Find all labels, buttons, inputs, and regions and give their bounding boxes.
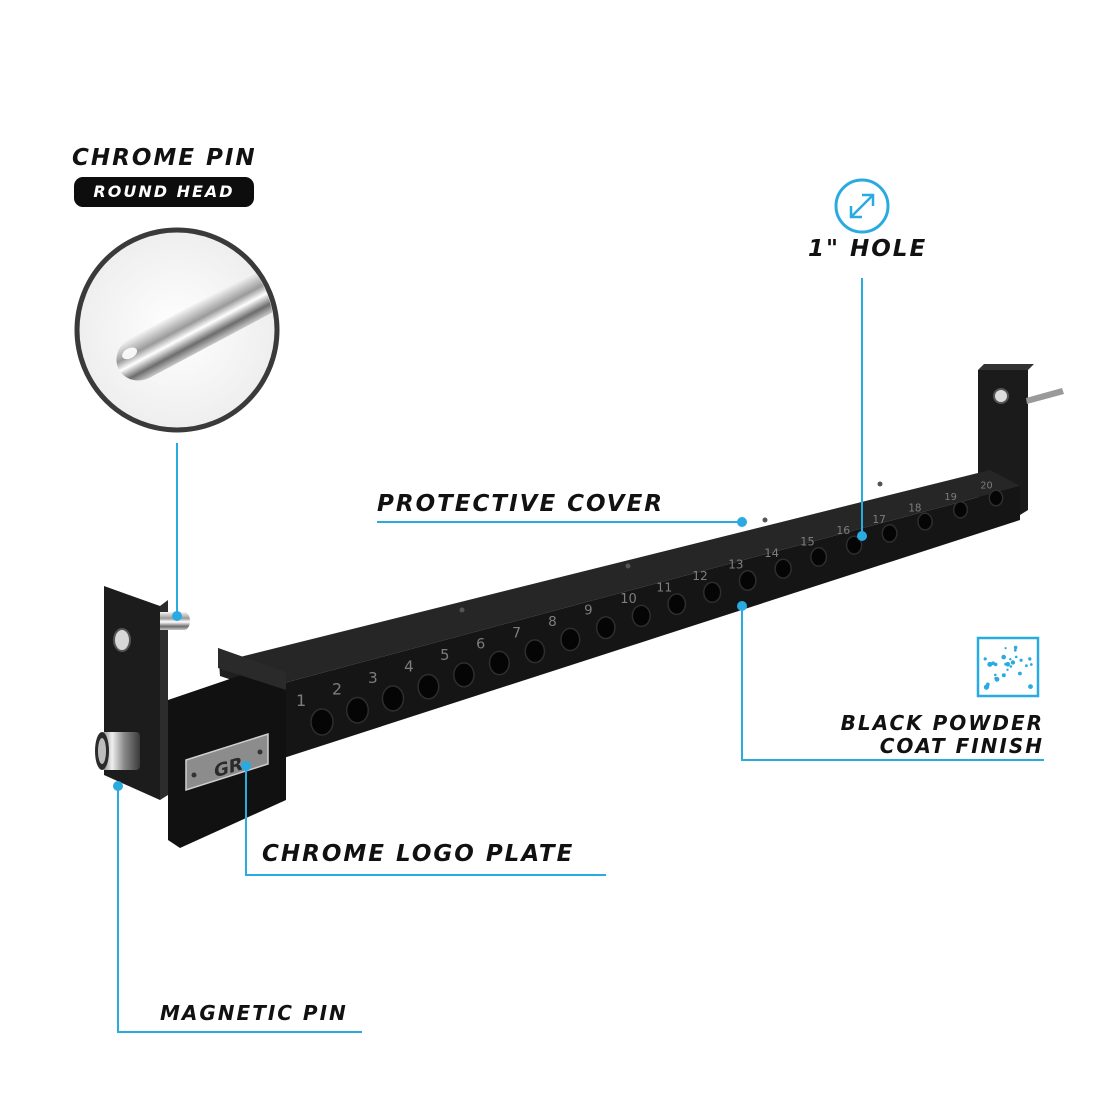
hole-number-18: 18	[908, 502, 921, 514]
powder-speck	[1014, 655, 1018, 659]
chrome-pin-zoom-circle	[74, 227, 280, 433]
hole-10	[631, 604, 651, 628]
hole-1	[310, 708, 334, 736]
callout-dots	[113, 517, 867, 791]
hole-size-label: 1" HOLE	[808, 236, 928, 262]
hole-number-14: 14	[764, 546, 779, 560]
hole-number-13: 13	[728, 558, 743, 572]
powder-speck	[1019, 658, 1023, 662]
logo-plate-leader	[245, 766, 606, 876]
powder-speck	[1001, 673, 1006, 678]
hole-9	[595, 616, 616, 640]
powder-speck	[994, 673, 997, 677]
hole-number-7: 7	[512, 625, 521, 641]
powder-coat-finish-label: BLACK POWDER COAT FINISH	[840, 711, 1044, 759]
hole-number-3: 3	[368, 669, 378, 687]
protective-cover-top-face	[228, 470, 1020, 690]
powder-speck	[1010, 660, 1016, 665]
hole-3	[381, 685, 405, 712]
hole-number-16: 16	[836, 524, 850, 537]
powder-speck	[1028, 684, 1033, 689]
powder-speck	[1009, 658, 1012, 661]
hole-number-1: 1	[296, 691, 306, 710]
powder-speck	[994, 676, 1000, 682]
hole-number-5: 5	[440, 647, 449, 664]
hole-12	[703, 581, 722, 604]
hole-number-9: 9	[584, 603, 592, 618]
powder-speck	[1001, 654, 1006, 660]
hole-number-15: 15	[800, 536, 814, 549]
chrome-pin-head-closeup	[116, 258, 274, 381]
magnetic-pin-knob	[95, 732, 140, 770]
hole-number-6: 6	[476, 637, 485, 653]
powder-speck	[1004, 647, 1007, 650]
hole-18	[917, 512, 933, 531]
hole-13	[738, 570, 757, 591]
finish-leader	[741, 606, 1044, 761]
hole-5	[453, 662, 475, 688]
diagonal-resize-arrow-icon	[834, 178, 890, 234]
hole-14	[774, 558, 792, 579]
powder-speck	[1018, 671, 1022, 676]
hole-number-17: 17	[872, 514, 885, 526]
hole-17	[881, 523, 898, 543]
hole-15	[810, 547, 828, 567]
chrome-logo-plate-label: CHROME LOGO PLATE	[262, 841, 575, 867]
protective-cover-label: PROTECTIVE COVER	[377, 491, 664, 517]
hole-16	[845, 535, 863, 555]
hole-number-19: 19	[944, 492, 957, 503]
hole-11	[667, 593, 687, 616]
powder-speck	[987, 661, 993, 667]
powder-speck	[1025, 664, 1028, 668]
powder-speck	[1009, 665, 1013, 668]
powder-speck	[1028, 657, 1032, 661]
hole-20	[988, 489, 1004, 507]
powder-speck	[986, 685, 990, 688]
hole-8	[560, 627, 581, 652]
powder-speck	[1013, 645, 1018, 650]
hole-number-10: 10	[620, 592, 637, 607]
powder-speck	[1006, 668, 1009, 671]
powder-texture-icon	[976, 636, 1040, 698]
hole-number-20: 20	[980, 480, 992, 491]
powder-speck	[1013, 648, 1017, 652]
hole-19	[952, 500, 969, 519]
powder-speck	[1005, 661, 1011, 667]
finish-label-line2: COAT FINISH	[879, 734, 1044, 759]
magnetic-pin-leader	[117, 786, 362, 1033]
cover-screws	[459, 481, 883, 613]
hole-2	[345, 696, 369, 724]
near-end-bracket	[104, 586, 286, 848]
hole-4	[417, 673, 440, 700]
hole-number-4: 4	[404, 658, 414, 676]
hole-number-11: 11	[656, 579, 672, 594]
finish-label-line1: BLACK POWDER	[840, 711, 1044, 735]
callout-leader-lines	[117, 278, 1044, 1033]
round-head-badge: ROUND HEAD	[74, 177, 254, 207]
hole-7	[524, 639, 546, 664]
magnetic-pin-label: MAGNETIC PIN	[160, 1001, 348, 1025]
hole-6	[488, 650, 510, 676]
chrome-pin-title: CHROME PIN	[72, 145, 257, 171]
hole-number-12: 12	[692, 569, 708, 583]
powder-speck	[1029, 663, 1033, 666]
powder-speck	[983, 657, 987, 661]
powder-speck	[991, 661, 995, 666]
hole-number-8: 8	[548, 614, 557, 630]
powder-speck	[1004, 662, 1007, 666]
hole-number-2: 2	[332, 680, 342, 699]
